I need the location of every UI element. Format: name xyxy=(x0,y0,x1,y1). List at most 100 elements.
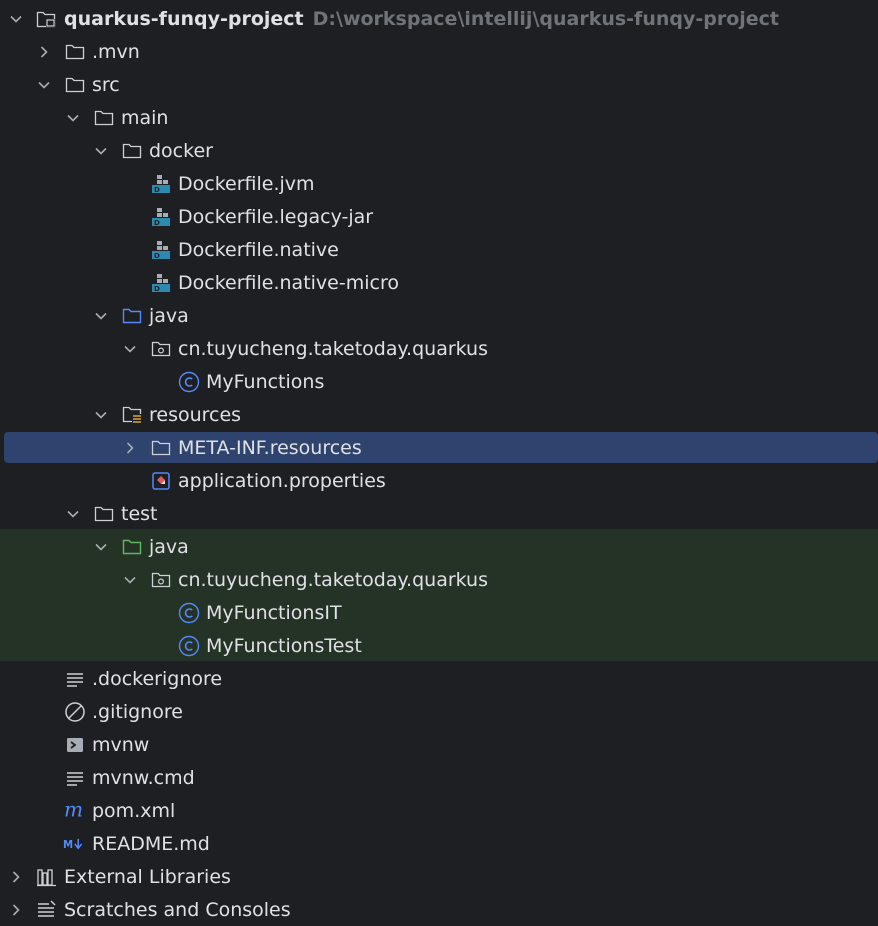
tree-row-mvnw-cmd[interactable]: mvnw.cmd xyxy=(0,761,878,794)
tree-row-project-root[interactable]: quarkus-funqy-project D:\workspace\intell… xyxy=(0,2,878,35)
chevron-down-icon[interactable] xyxy=(64,497,82,530)
tree-label: Dockerfile.native xyxy=(178,238,339,261)
tree-row-main[interactable]: main xyxy=(0,101,878,134)
docker-file-icon: D xyxy=(150,200,172,233)
tree-label: test xyxy=(121,502,158,525)
folder-icon xyxy=(64,68,86,101)
tree-label: META-INF.resources xyxy=(178,436,362,459)
folder-icon xyxy=(64,35,86,68)
tree-row-dockerfile-jvm[interactable]: D Dockerfile.jvm xyxy=(0,167,878,200)
class-icon xyxy=(178,629,200,662)
class-icon xyxy=(178,365,200,398)
docker-file-icon: D xyxy=(150,266,172,299)
tree-label: .gitignore xyxy=(92,700,183,723)
tree-row-mvn[interactable]: .mvn xyxy=(0,35,878,68)
tree-row-myfunctions-it[interactable]: MyFunctionsIT xyxy=(0,596,878,629)
tree-row-scratches-consoles[interactable]: Scratches and Consoles xyxy=(0,893,878,926)
svg-text:M: M xyxy=(63,840,73,851)
module-folder-icon xyxy=(35,2,57,35)
chevron-down-icon[interactable] xyxy=(35,68,53,101)
tree-label: External Libraries xyxy=(64,865,231,888)
markdown-icon: M xyxy=(63,827,85,860)
chevron-down-icon[interactable] xyxy=(92,299,110,332)
package-icon xyxy=(150,332,172,365)
docker-file-icon: D xyxy=(150,167,172,200)
chevron-down-icon[interactable] xyxy=(121,563,139,596)
tree-label: Scratches and Consoles xyxy=(64,898,291,921)
tree-row-package-test[interactable]: cn.tuyucheng.taketoday.quarkus xyxy=(0,563,878,596)
chevron-down-icon[interactable] xyxy=(92,398,110,431)
tree-label: README.md xyxy=(92,832,210,855)
svg-text:D: D xyxy=(154,186,160,194)
test-source-root-icon xyxy=(121,530,143,563)
tree-label: mvnw xyxy=(92,733,150,756)
tree-label: cn.tuyucheng.taketoday.quarkus xyxy=(178,568,489,591)
project-title: quarkus-funqy-project D:\workspace\intell… xyxy=(64,2,779,35)
svg-text:m: m xyxy=(64,800,83,822)
tree-row-application-properties[interactable]: application.properties xyxy=(0,464,878,497)
chevron-down-icon[interactable] xyxy=(64,101,82,134)
chevron-down-icon[interactable] xyxy=(92,530,110,563)
chevron-down-icon[interactable] xyxy=(92,134,110,167)
tree-row-package-main[interactable]: cn.tuyucheng.taketoday.quarkus xyxy=(0,332,878,365)
tree-label: main xyxy=(121,106,169,129)
tree-label: java xyxy=(149,535,189,558)
tree-label: .dockerignore xyxy=(92,667,223,690)
chevron-right-icon[interactable] xyxy=(35,35,53,68)
tree-label: MyFunctionsIT xyxy=(206,601,342,624)
folder-icon xyxy=(93,497,115,530)
chevron-right-icon[interactable] xyxy=(121,431,139,464)
chevron-down-icon[interactable] xyxy=(7,2,25,35)
tree-label: .mvn xyxy=(92,40,140,63)
tree-row-dockerfile-native-micro[interactable]: D Dockerfile.native-micro xyxy=(0,266,878,299)
text-file-icon xyxy=(64,761,86,794)
tree-row-test[interactable]: test xyxy=(0,497,878,530)
tree-label: java xyxy=(149,304,189,327)
tree-row-docker[interactable]: docker xyxy=(0,134,878,167)
tree-row-myfunctions[interactable]: MyFunctions xyxy=(0,365,878,398)
source-root-icon xyxy=(121,299,143,332)
tree-row-readme[interactable]: M README.md xyxy=(0,827,878,860)
tree-label: Dockerfile.jvm xyxy=(178,172,315,195)
tree-row-dockerfile-native[interactable]: D Dockerfile.native xyxy=(0,233,878,266)
tree-label: src xyxy=(92,73,120,96)
tree-label: MyFunctionsTest xyxy=(206,634,362,657)
tree-label: Dockerfile.legacy-jar xyxy=(178,205,374,228)
properties-file-icon xyxy=(150,464,172,497)
tree-row-external-libraries[interactable]: External Libraries xyxy=(0,860,878,893)
tree-row-java-test[interactable]: java xyxy=(0,530,878,563)
chevron-right-icon[interactable] xyxy=(7,860,25,893)
chevron-right-icon[interactable] xyxy=(7,893,25,926)
tree-row-java-main[interactable]: java xyxy=(0,299,878,332)
svg-text:D: D xyxy=(154,252,160,260)
tree-row-dockerignore[interactable]: .dockerignore xyxy=(0,662,878,695)
tree-label: docker xyxy=(149,139,213,162)
library-icon xyxy=(36,860,58,893)
tree-label: cn.tuyucheng.taketoday.quarkus xyxy=(178,337,489,360)
svg-text:D: D xyxy=(154,285,160,293)
folder-icon xyxy=(93,101,115,134)
tree-label: resources xyxy=(149,403,242,426)
package-icon xyxy=(150,563,172,596)
tree-label: Dockerfile.native-micro xyxy=(178,271,399,294)
resources-root-icon xyxy=(121,398,143,431)
tree-row-pom-xml[interactable]: m pom.xml xyxy=(0,794,878,827)
tree-label: mvnw.cmd xyxy=(92,766,195,789)
test-scope-highlight xyxy=(0,529,878,661)
tree-label: MyFunctions xyxy=(206,370,325,393)
folder-icon xyxy=(121,134,143,167)
svg-text:D: D xyxy=(154,219,160,227)
tree-row-src[interactable]: src xyxy=(0,68,878,101)
tree-row-dockerfile-legacy-jar[interactable]: D Dockerfile.legacy-jar xyxy=(0,200,878,233)
chevron-down-icon[interactable] xyxy=(121,332,139,365)
project-path: D:\workspace\intellij\quarkus-funqy-proj… xyxy=(312,7,780,30)
tree-row-myfunctions-test[interactable]: MyFunctionsTest xyxy=(0,629,878,662)
tree-row-mvnw[interactable]: mvnw xyxy=(0,728,878,761)
class-icon xyxy=(178,596,200,629)
tree-row-gitignore[interactable]: .gitignore xyxy=(0,695,878,728)
project-name: quarkus-funqy-project xyxy=(64,7,304,30)
tree-label: application.properties xyxy=(178,469,386,492)
tree-row-resources[interactable]: resources xyxy=(0,398,878,431)
tree-row-meta-inf-resources[interactable]: META-INF.resources xyxy=(0,431,878,464)
